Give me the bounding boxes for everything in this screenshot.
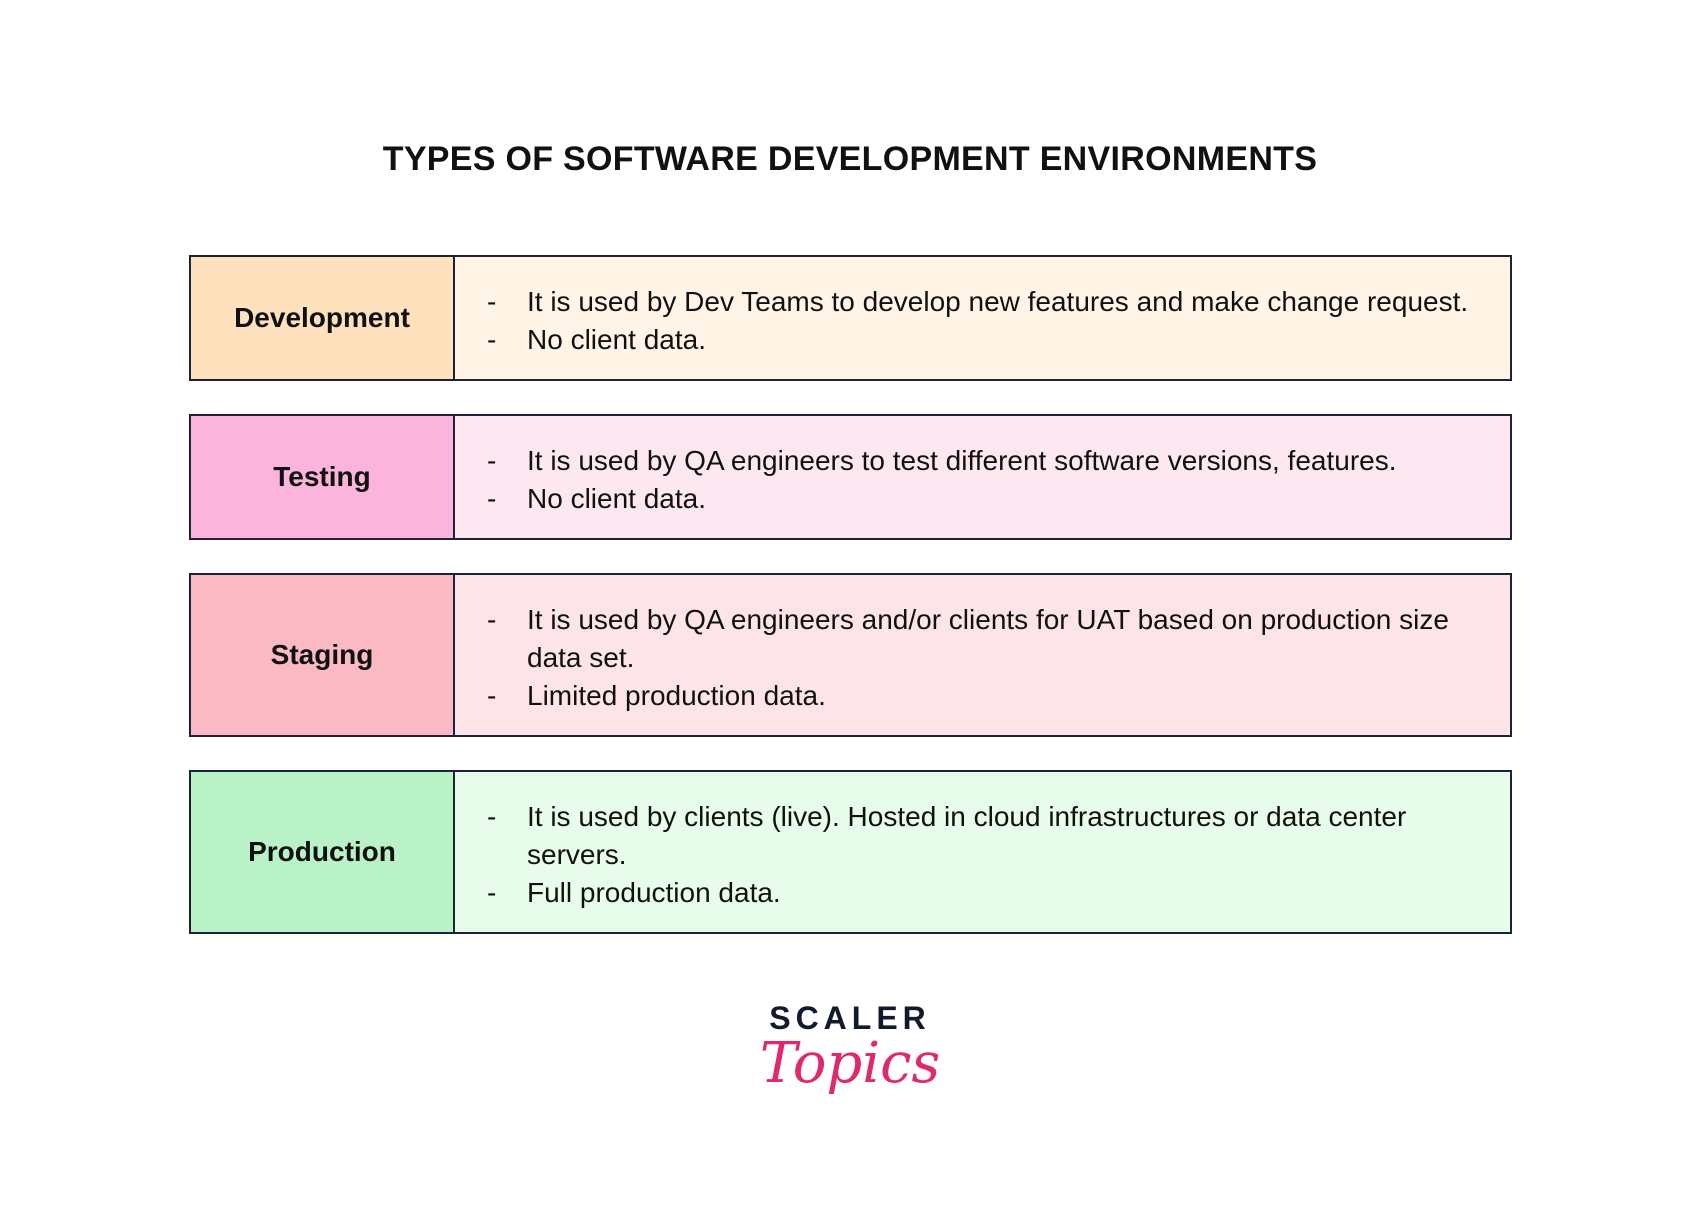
env-description: -It is used by QA engineers to test diff… (455, 416, 1510, 538)
bullet-item: -Limited production data. (487, 680, 826, 711)
env-label: Staging (191, 575, 455, 735)
env-description: -It is used by clients (live). Hosted in… (455, 772, 1510, 932)
env-row-development: Development -It is used by Dev Teams to … (189, 255, 1512, 381)
env-description: -It is used by QA engineers and/or clien… (455, 575, 1510, 735)
scaler-topics-logo: SCALER Topics (0, 1000, 1700, 1096)
logo-topics-text: Topics (759, 1031, 941, 1096)
logo-scaler-text: SCALER (769, 1000, 931, 1036)
bullet-item: -It is used by Dev Teams to develop new … (487, 286, 1469, 317)
bullet-item: -No client data. (487, 483, 706, 514)
env-label: Testing (191, 416, 455, 538)
env-row-production: Production -It is used by clients (live)… (189, 770, 1512, 934)
env-description: -It is used by Dev Teams to develop new … (455, 257, 1510, 379)
bullet-item: -It is used by clients (live). Hosted in… (487, 801, 1407, 870)
env-label: Production (191, 772, 455, 932)
env-row-testing: Testing -It is used by QA engineers to t… (189, 414, 1512, 540)
page-title: TYPES OF SOFTWARE DEVELOPMENT ENVIRONMEN… (382, 140, 1318, 178)
bullet-item: -It is used by QA engineers to test diff… (487, 445, 1397, 476)
bullet-item: -It is used by QA engineers and/or clien… (487, 604, 1449, 673)
bullet-item: -Full production data. (487, 877, 781, 908)
environments-table: Development -It is used by Dev Teams to … (189, 255, 1512, 967)
env-row-staging: Staging -It is used by QA engineers and/… (189, 573, 1512, 737)
env-label: Development (191, 257, 455, 379)
bullet-item: -No client data. (487, 324, 706, 355)
